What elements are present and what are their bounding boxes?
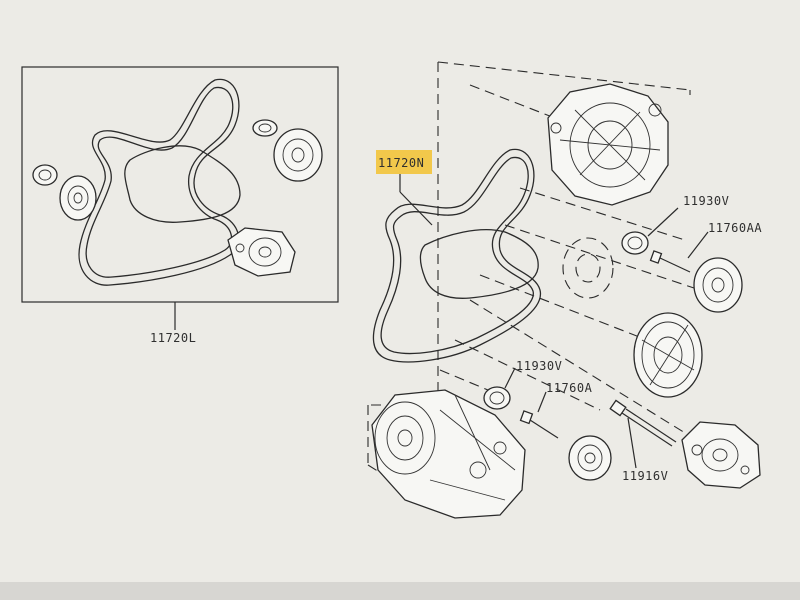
long-bolt bbox=[609, 399, 677, 447]
inset-belt-loop bbox=[124, 145, 241, 223]
inset-belt bbox=[78, 78, 240, 286]
pulley-lower-leader bbox=[537, 391, 547, 413]
inset-spacer-left bbox=[32, 164, 58, 186]
bolt-upper bbox=[649, 250, 691, 273]
inset-frame bbox=[21, 66, 339, 303]
bolt-lower bbox=[519, 410, 559, 439]
ac-compressor bbox=[371, 389, 526, 519]
spacer-upper bbox=[621, 231, 649, 255]
label-pulley-upper: 11760AA bbox=[708, 221, 762, 235]
label-highlight bbox=[376, 150, 432, 174]
idler-pulley-upper bbox=[693, 257, 743, 313]
crankshaft-pulley bbox=[633, 312, 703, 398]
inset-spacer-upper bbox=[252, 119, 278, 137]
spacer-upper-leader bbox=[647, 207, 679, 237]
dash-to-pulley-upper bbox=[504, 224, 701, 291]
pulley-upper-leader bbox=[687, 231, 709, 259]
main-exploded-view: 11720N 11930V bbox=[367, 61, 762, 519]
label-spacer-lower: 11930V bbox=[516, 359, 562, 373]
dash-to-spacer-upper bbox=[519, 187, 686, 241]
label-belt-kit: 11720L bbox=[150, 331, 196, 345]
screen-taskbar bbox=[0, 582, 800, 600]
label-belt: 11720N bbox=[378, 156, 424, 170]
belt-tensioner bbox=[681, 421, 761, 489]
spacer-lower bbox=[483, 386, 511, 410]
inset-pulley-left bbox=[59, 175, 97, 221]
belt-kit-inset: 11720L bbox=[21, 66, 339, 345]
alternator bbox=[547, 83, 669, 206]
idler-pulley-lower bbox=[568, 435, 612, 481]
dash-to-tensioner bbox=[469, 299, 746, 471]
dash-to-bolt bbox=[454, 339, 601, 411]
label-pulley-lower: 11760A bbox=[546, 381, 593, 395]
bolt-leader bbox=[627, 417, 637, 469]
main-belt bbox=[372, 148, 541, 363]
dashed-frame-top bbox=[437, 61, 691, 91]
dash-to-crank-pulley bbox=[479, 274, 661, 346]
inset-belt-inner bbox=[85, 86, 234, 278]
inset-tensioner bbox=[227, 227, 296, 277]
water-pump-pulley bbox=[562, 237, 614, 299]
label-spacer-upper: 11930V bbox=[683, 194, 729, 208]
inset-pulley-upper bbox=[273, 128, 323, 182]
dash-to-alternator bbox=[469, 84, 561, 121]
belt-leader-2 bbox=[399, 191, 433, 226]
label-bolt: 11916V bbox=[622, 469, 668, 483]
spacer-lower-leader bbox=[504, 367, 516, 389]
